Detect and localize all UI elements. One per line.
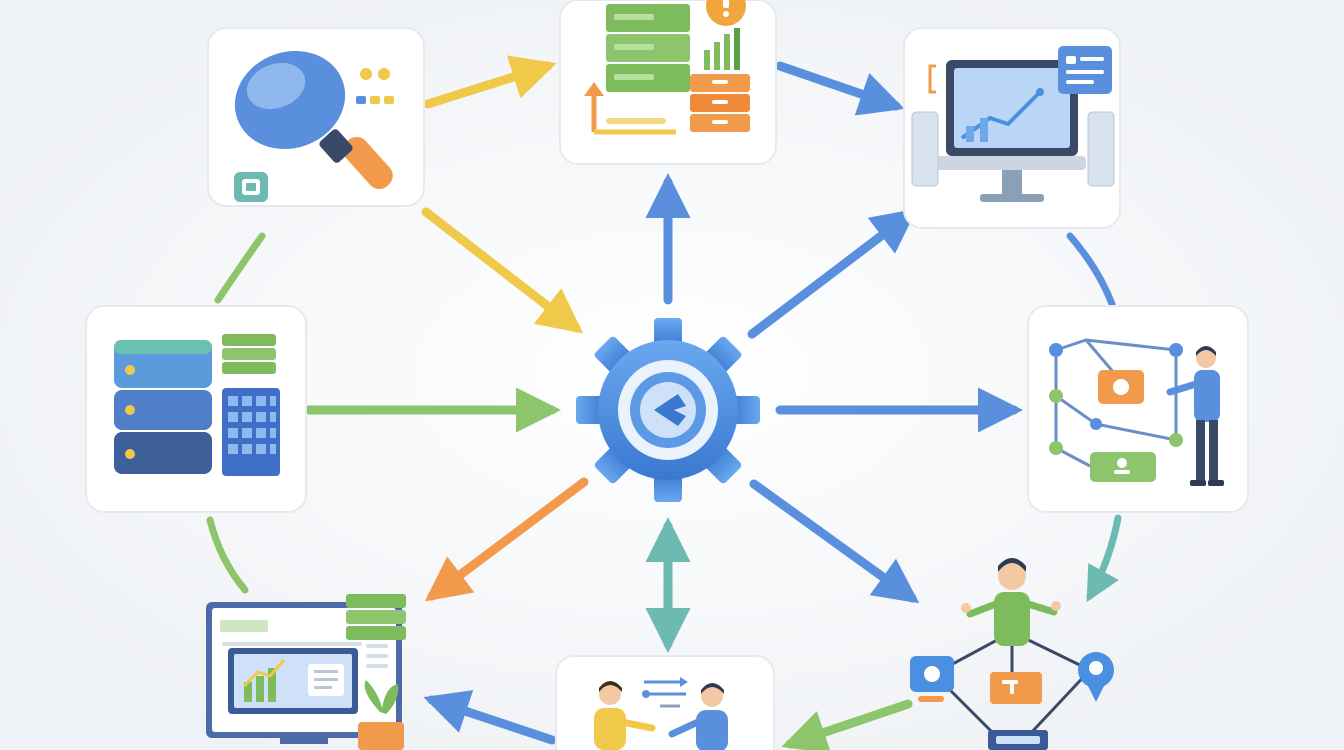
card	[555, 655, 775, 750]
arrow-team-to-dashboard	[423, 690, 557, 745]
arrow-hub-to-user-network	[749, 479, 920, 604]
exchange-arrows-icon	[642, 677, 688, 708]
node-data-collection	[207, 27, 425, 207]
gear-icon	[576, 318, 760, 502]
stacked-servers-icon	[606, 4, 690, 92]
dashboard-plant-icon	[206, 594, 406, 750]
arc-right-top	[1066, 232, 1116, 308]
arc-right-bottom	[1086, 514, 1122, 603]
drawer-stack-icon	[690, 74, 750, 132]
growth-arrow-icon	[584, 82, 676, 135]
node-dashboard-report	[206, 594, 406, 750]
node-database	[85, 305, 307, 513]
people-talking-icon	[594, 681, 728, 750]
outer-cycle	[206, 232, 1122, 603]
database-icon	[114, 340, 212, 474]
node-workflow-network	[1027, 305, 1249, 513]
spreadsheet-icon	[222, 388, 280, 476]
card-stack-icon	[222, 334, 276, 374]
person-network-icon	[910, 558, 1114, 750]
arrow-collection-to-hub	[421, 207, 584, 334]
arrow-storage-to-analytics	[775, 61, 905, 116]
network-icon	[1049, 338, 1183, 482]
node-user-network	[910, 558, 1114, 750]
arc-left-top	[214, 232, 266, 304]
dots-icon	[356, 68, 394, 104]
arrow-collection-to-storage	[423, 55, 557, 109]
arrows	[303, 55, 1023, 750]
side-speakers-icon	[911, 111, 1115, 187]
card	[1027, 305, 1249, 513]
node-data-storage	[559, 0, 777, 165]
arrow-user-network-to-team	[781, 699, 913, 750]
arc-left-bottom	[206, 516, 249, 594]
central-hub	[576, 318, 760, 502]
monitor-chart-icon	[936, 60, 1086, 202]
code-badge-icon	[234, 172, 268, 202]
bracket-icon	[928, 64, 936, 94]
arrow-hub-to-dashboard	[424, 477, 589, 602]
person-icon	[1166, 346, 1224, 486]
info-panel-icon	[1058, 46, 1112, 94]
alert-badge-icon	[706, 0, 746, 26]
bar-chart-icon	[704, 28, 740, 70]
arrow-hub-to-analytics	[747, 208, 918, 339]
node-analytics-monitor	[903, 27, 1121, 229]
magnifier-icon	[234, 50, 393, 190]
node-team-collaboration	[555, 655, 775, 750]
